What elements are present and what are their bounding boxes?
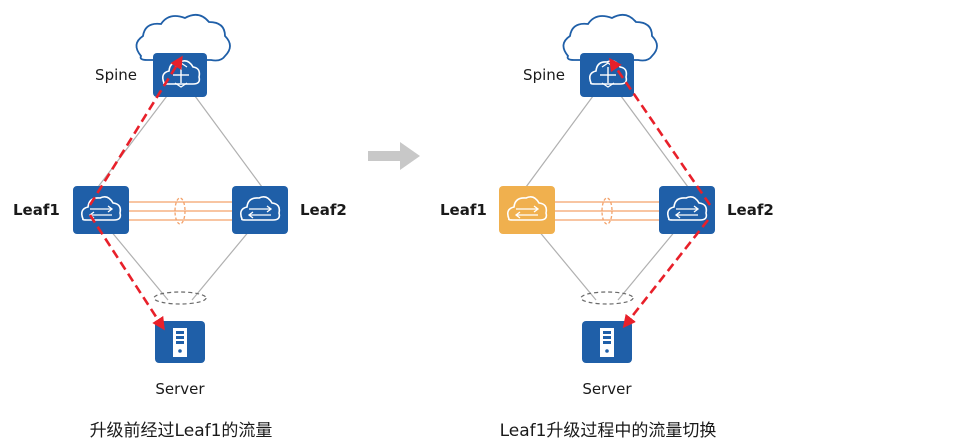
spine-router-icon [579,52,635,98]
link-leaf2-server [617,229,677,301]
traffic-path-up [88,55,183,206]
left-caption: 升级前经过Leaf1的流量 [90,421,273,441]
link-leaf1-server [109,229,169,301]
right-caption: Leaf1升级过程中的流量切换 [500,421,717,441]
server-label: Server [155,380,205,398]
link-spine-leaf1 [97,91,171,188]
spine-label: Spine [523,66,565,84]
right-diagram: Spine Leaf1 Leaf2 Server Leaf1升级过程中的流量切换 [440,13,774,441]
link-spine-leaf1 [525,91,597,188]
traffic-path-down [622,219,710,329]
leaf1-label: Leaf1 [13,201,60,219]
server-bundle-ellipse [153,291,207,305]
traffic-path-up [609,57,712,206]
server-bundle-ellipse [580,291,634,305]
leaf2-label: Leaf2 [300,201,347,219]
leaf1-switch-icon [73,186,129,234]
leaf1-switch-upgrading-icon [499,186,555,234]
leaf2-switch-icon [659,186,715,234]
link-spine-leaf2 [617,91,689,188]
peer-link [126,197,233,225]
server-icon [155,321,205,363]
server-icon [582,321,632,363]
leaf2-switch-icon [232,186,288,234]
right-arrow-icon [368,142,420,170]
peer-link [554,197,660,225]
link-leaf2-server [191,229,251,301]
traffic-path-down [88,214,165,331]
leaf2-label: Leaf2 [727,201,774,219]
link-leaf1-server [537,229,597,301]
spine-label: Spine [95,66,137,84]
link-spine-leaf2 [191,91,263,188]
leaf1-label: Leaf1 [440,201,487,219]
server-label: Server [582,380,632,398]
left-diagram: Spine Leaf1 Leaf2 Server 升级前经过Leaf1的流量 [13,13,347,441]
